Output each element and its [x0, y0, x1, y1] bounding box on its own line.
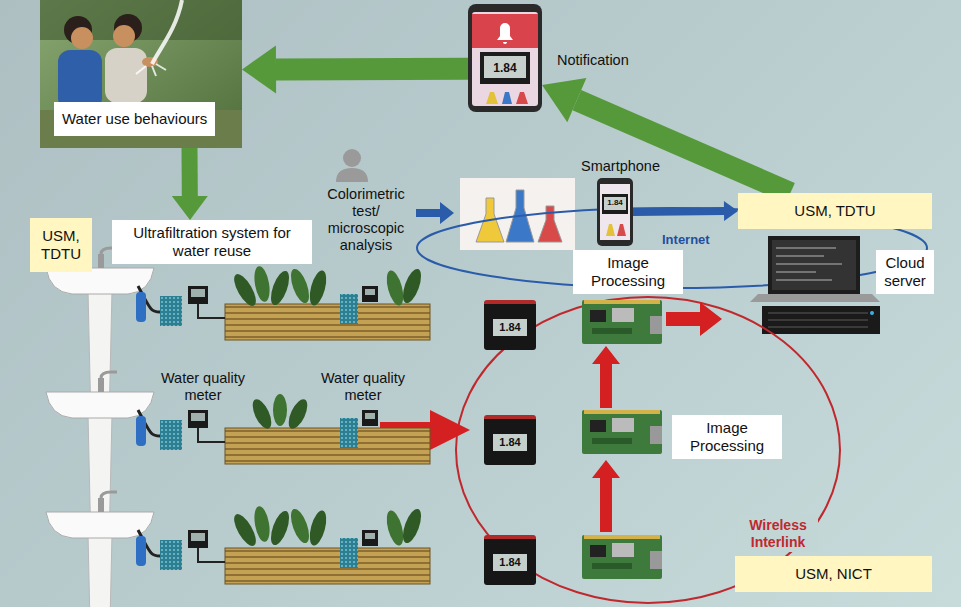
meter-reading: 1.84 — [493, 319, 526, 336]
process-text: Ultrafiltration system for water reuse — [118, 224, 306, 260]
circuit-board — [582, 535, 662, 579]
flow-arrow — [666, 302, 722, 336]
arrow-head — [172, 196, 208, 220]
flow-arrow — [416, 202, 454, 224]
meter-reading: 1.84 — [607, 198, 623, 208]
server-text: Cloud server — [880, 254, 930, 290]
network-label: Wireless Interlink — [738, 516, 818, 552]
beakers-picture — [460, 178, 575, 250]
arrow-shaft — [633, 207, 724, 216]
flow-arrow — [542, 78, 795, 203]
annotation: Notification — [557, 52, 629, 69]
circuit-board — [582, 300, 662, 344]
notification-phone: 1.84 — [468, 4, 542, 112]
smartphone: 1.84 — [597, 178, 633, 246]
annotation: Smartphone — [581, 158, 660, 175]
annotation: Water quality meter — [316, 370, 410, 404]
partner-names: USM, TDTU — [744, 202, 926, 220]
partner-box: USM, TDTU — [30, 218, 92, 272]
flow-arrow — [592, 346, 620, 408]
meter-reading: 1.84 — [493, 61, 516, 75]
flow-arrow — [592, 460, 620, 532]
flow-arrow — [172, 148, 208, 220]
network-label: Internet — [662, 232, 710, 247]
arrow-shaft — [182, 148, 198, 196]
arrow-shaft — [276, 58, 468, 81]
sink-planter — [46, 492, 430, 607]
server-box: Cloud server — [876, 250, 934, 294]
partner-box: USM, NICT — [735, 556, 932, 592]
annotation: Water quality meter — [156, 370, 250, 404]
partner-box: USM, TDTU — [738, 193, 932, 229]
process-box: Image Processing — [573, 250, 683, 294]
flow-arrow — [242, 45, 468, 93]
meter-display: 1.84 — [484, 300, 536, 350]
person-icon — [336, 149, 368, 182]
server-picture — [762, 306, 880, 334]
photo-panel: Water use behaviours — [40, 0, 242, 148]
circuit-board — [582, 410, 662, 454]
smartphone-picture — [597, 178, 633, 246]
meter-display: 1.84 — [484, 535, 536, 585]
plant-leaves — [230, 265, 425, 549]
meter-reading: 1.84 — [493, 434, 526, 451]
photo-caption: Water use behaviours — [54, 102, 215, 136]
partner-names: USM, TDTU — [36, 227, 86, 263]
process-box: Image Processing — [672, 415, 782, 459]
partner-names: USM, NICT — [741, 565, 926, 583]
annotation: Colorimetric test/ microscopic analysis — [320, 186, 412, 254]
process-text: Image Processing — [579, 254, 677, 290]
arrow-shaft — [573, 90, 795, 203]
process-box: Ultrafiltration system for water reuse — [112, 220, 312, 264]
meter-display: 1.84 — [484, 415, 536, 465]
laptop-picture — [750, 236, 880, 302]
process-text: Image Processing — [678, 419, 776, 455]
arrow-head — [542, 78, 586, 122]
flow-arrow — [633, 201, 738, 221]
notification-phone-picture — [468, 4, 542, 112]
arrow-head — [724, 201, 738, 221]
meter-reading: 1.84 — [493, 554, 526, 571]
photo — [40, 0, 242, 148]
arrow-head — [242, 45, 276, 93]
